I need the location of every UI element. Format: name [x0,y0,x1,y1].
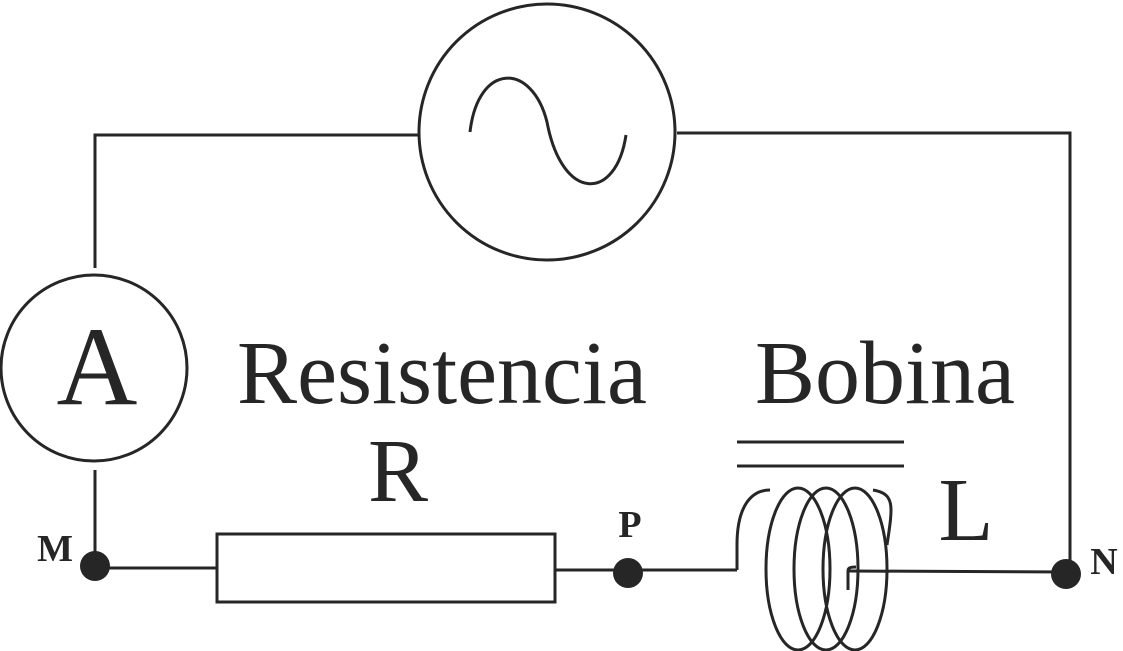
node-m-dot [80,551,110,581]
ammeter: A [0,273,189,463]
nodes: M P N [37,504,1118,589]
resistor-caption: Resistencia [237,324,647,423]
coil-symbol: L [939,461,994,560]
ac-source [417,2,677,262]
wire-top-right [677,131,1072,572]
node-n-dot [1051,559,1081,589]
coil-tail-right [872,488,893,546]
wire-coil-to-n [847,569,1069,574]
node-p-label: P [618,504,641,546]
resistor-body [215,532,557,604]
resistor: Resistencia R [215,324,647,604]
ammeter-label: A [57,305,138,429]
ac-sine-icon [468,76,628,186]
coil-lead-inner [846,565,857,590]
node-n-label: N [1090,541,1117,583]
coil-caption: Bobina [755,324,1015,423]
resistor-symbol: R [368,422,428,521]
coil-loop-2 [792,486,860,651]
ac-source-circle [417,2,677,262]
coil-loop-1 [764,486,832,651]
inductor: Bobina L [735,324,1015,651]
node-m-label: M [37,528,73,570]
coil-lead-left [735,488,771,570]
wires [93,131,1072,574]
wire-top-left [93,133,418,268]
ammeter-circle [0,273,189,463]
node-p-dot [613,558,643,588]
coil-loop-3 [821,486,889,651]
